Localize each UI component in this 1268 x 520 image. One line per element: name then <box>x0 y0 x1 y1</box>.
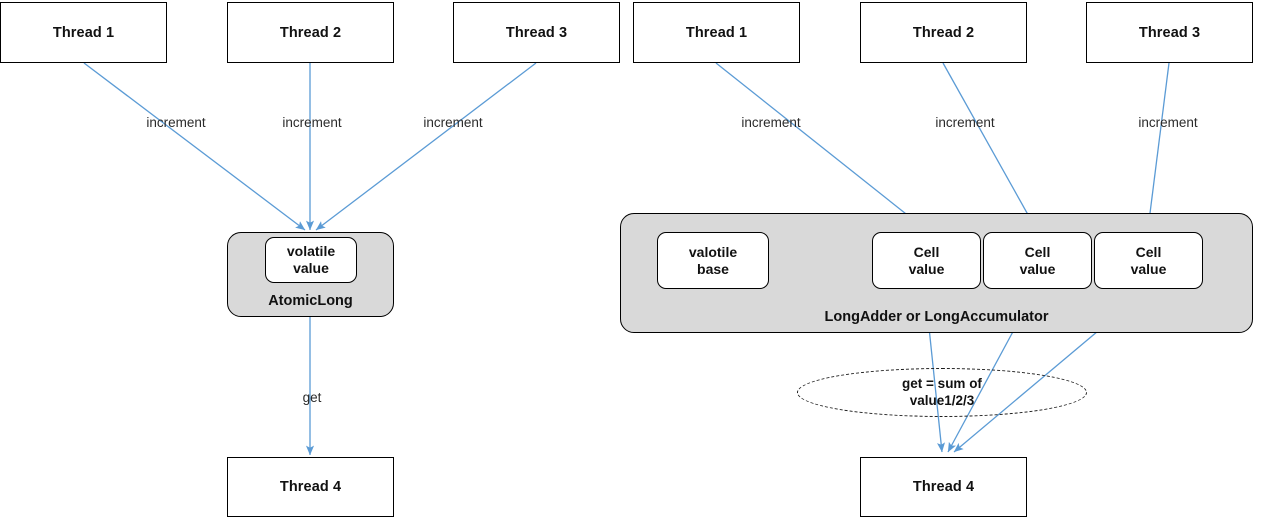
left-increment-label-3: increment <box>423 115 483 130</box>
cell-3-line-2: value <box>1130 260 1167 277</box>
cell-1-line-1: Cell <box>913 243 940 260</box>
sum-note-line-2: value1/2/3 <box>909 392 975 408</box>
volatile-value-line-1: volatile <box>286 243 336 260</box>
volatile-value-box[interactable]: volatile value <box>265 237 357 283</box>
left-thread-4-box[interactable]: Thread 4 <box>227 457 394 517</box>
sum-note-text: get = sum of value1/2/3 <box>902 376 982 408</box>
right-increment-label-3: increment <box>1138 115 1198 130</box>
left-thread-2-box[interactable]: Thread 2 <box>227 2 394 63</box>
left-increment-label-1: increment <box>146 115 206 130</box>
right-increment-label-1: increment <box>741 115 801 130</box>
cell-2-line-1: Cell <box>1024 243 1051 260</box>
cell-box-3[interactable]: Cell value <box>1094 232 1203 289</box>
cell-1-line-2: value <box>908 260 945 277</box>
cell-3-line-1: Cell <box>1135 243 1162 260</box>
right-thread-4-box[interactable]: Thread 4 <box>860 457 1027 517</box>
sum-note-line-1: get = sum of <box>902 376 982 392</box>
left-thread-3-label: Thread 3 <box>505 24 568 41</box>
atomiclong-label: AtomicLong <box>268 293 353 309</box>
volatile-base-box[interactable]: valotile base <box>657 232 769 289</box>
cell-2-line-2: value <box>1019 260 1056 277</box>
right-increment-arrows <box>715 62 1170 230</box>
cell-box-1[interactable]: Cell value <box>872 232 981 289</box>
left-thread-2-label: Thread 2 <box>279 24 342 41</box>
right-thread-4-label: Thread 4 <box>912 479 975 495</box>
volatile-base-line-2: base <box>697 260 729 277</box>
right-increment-label-2: increment <box>935 115 995 130</box>
left-thread-3-box[interactable]: Thread 3 <box>453 2 620 63</box>
cell-box-2[interactable]: Cell value <box>983 232 1092 289</box>
volatile-base-line-1: valotile <box>688 243 738 260</box>
left-thread-1-box[interactable]: Thread 1 <box>0 2 167 63</box>
left-increment-label-2: increment <box>282 115 342 130</box>
right-thread-1-box[interactable]: Thread 1 <box>633 2 800 63</box>
left-get-label: get <box>302 390 322 405</box>
right-thread-2-box[interactable]: Thread 2 <box>860 2 1027 63</box>
left-thread-4-label: Thread 4 <box>279 479 342 495</box>
left-thread-1-label: Thread 1 <box>52 24 115 41</box>
right-thread-3-box[interactable]: Thread 3 <box>1086 2 1253 63</box>
sum-note-ellipse: get = sum of value1/2/3 <box>797 368 1087 417</box>
right-thread-3-label: Thread 3 <box>1138 24 1201 41</box>
right-thread-2-label: Thread 2 <box>912 24 975 41</box>
right-thread-1-label: Thread 1 <box>685 24 748 41</box>
left-increment-arrows <box>83 62 537 231</box>
volatile-value-line-2: value <box>293 260 329 276</box>
longadder-label: LongAdder or LongAccumulator <box>824 309 1049 325</box>
